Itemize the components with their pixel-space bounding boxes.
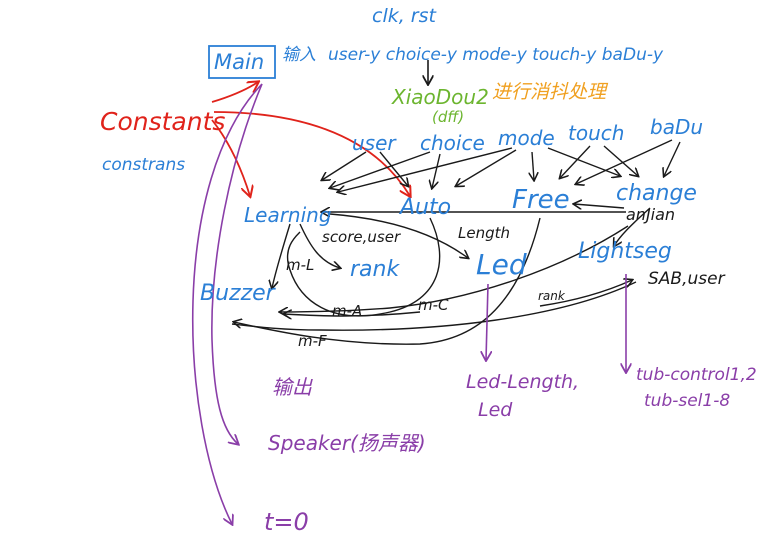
led-output-arrow (486, 283, 488, 360)
learning-to-buzzer-arrow (272, 223, 291, 288)
touch-to-free-arrow (560, 145, 591, 178)
rank-to-sab-arrow (539, 280, 632, 307)
mode-node: mode (498, 126, 555, 150)
constants-to-learning-arrow (211, 119, 250, 196)
free-to-buzzer-m-f-arrow (234, 217, 541, 345)
xiaodou-label: XiaoDou2 (391, 85, 489, 109)
dff-label: (dff) (432, 108, 464, 126)
rank-small-label: rank (538, 289, 566, 303)
user-to-learning-arrow (322, 151, 367, 180)
anjian-to-free-arrow (574, 204, 625, 208)
touch-to-change-arrow (603, 145, 638, 176)
badu-node: baDu (650, 115, 703, 139)
choice-node: choice (420, 131, 485, 155)
user-node: user (352, 131, 397, 155)
free-node: Free (512, 185, 570, 215)
main-box (208, 45, 276, 79)
constants-to-main-arrow (211, 82, 258, 103)
badu-to-change-arrow (664, 141, 681, 176)
score-user-label: score,user (322, 228, 401, 246)
constrans-label: constrans (102, 155, 185, 175)
buzzer-node: Buzzer (200, 281, 277, 306)
main-label: Main (214, 50, 264, 74)
learning-to-led-arrow (329, 213, 468, 258)
m-c-label: m-C (418, 296, 449, 314)
rank-node: rank (350, 257, 400, 282)
sab-user-label: SAB,user (648, 269, 726, 289)
m-f-label: m-F (298, 332, 327, 350)
m-a-arrow (284, 312, 421, 316)
mode-to-change-arrow (547, 147, 620, 176)
lightseg-to-buzzer-arrow (231, 281, 637, 331)
t0-label: t=0 (264, 508, 309, 536)
length-label: Length (458, 224, 510, 242)
xiaodou-note-label: 进行消抖处理 (492, 81, 609, 103)
mode-to-free-arrow (532, 151, 534, 180)
led-out-label-2: Led (478, 399, 513, 421)
change-to-lightseg-arrow (614, 207, 651, 246)
m-l-label: m-L (286, 256, 314, 274)
mode-to-learning-arrow (338, 147, 513, 192)
inputs-label: user-y choice-y mode-y touch-y baDu-y (328, 45, 664, 65)
m-a-label: m-A (332, 302, 362, 320)
mode-to-auto-arrow (456, 149, 517, 186)
badu-to-free-arrow (576, 139, 673, 184)
anjian-label: anJian (626, 205, 675, 224)
learning-to-rank-arrow (299, 223, 340, 268)
user-to-auto-arrow (379, 151, 408, 186)
constants-label: Constants (100, 107, 225, 136)
input-cn-label: 输入 (282, 45, 316, 65)
choice-to-learning-arrow (330, 151, 431, 188)
change-to-buzzer-m-c-arrow (280, 225, 629, 312)
constants-to-auto-arrow (213, 111, 410, 196)
output-cn-label: 输出 (272, 375, 313, 399)
tub-label-1: tub-control1,2 (636, 365, 757, 385)
choice-to-auto-arrow (432, 153, 441, 188)
auto-to-buzzer-loop (286, 217, 441, 317)
change-node: change (616, 181, 697, 206)
main-to-t0-arrow (191, 83, 263, 524)
lightseg-node: Lightseg (578, 239, 672, 264)
auto-node: Auto (398, 195, 451, 220)
speaker-label: Speaker(扬声器) (268, 431, 426, 455)
clk-rst-label: clk, rst (372, 5, 438, 27)
led-node: Led (476, 248, 527, 281)
touch-node: touch (568, 121, 624, 145)
led-out-label-1: Led-Length, (466, 371, 579, 393)
learning-node: Learning (244, 203, 332, 227)
tub-label-2: tub-sel1-8 (644, 391, 730, 411)
main-to-speaker-arrow (211, 83, 263, 444)
